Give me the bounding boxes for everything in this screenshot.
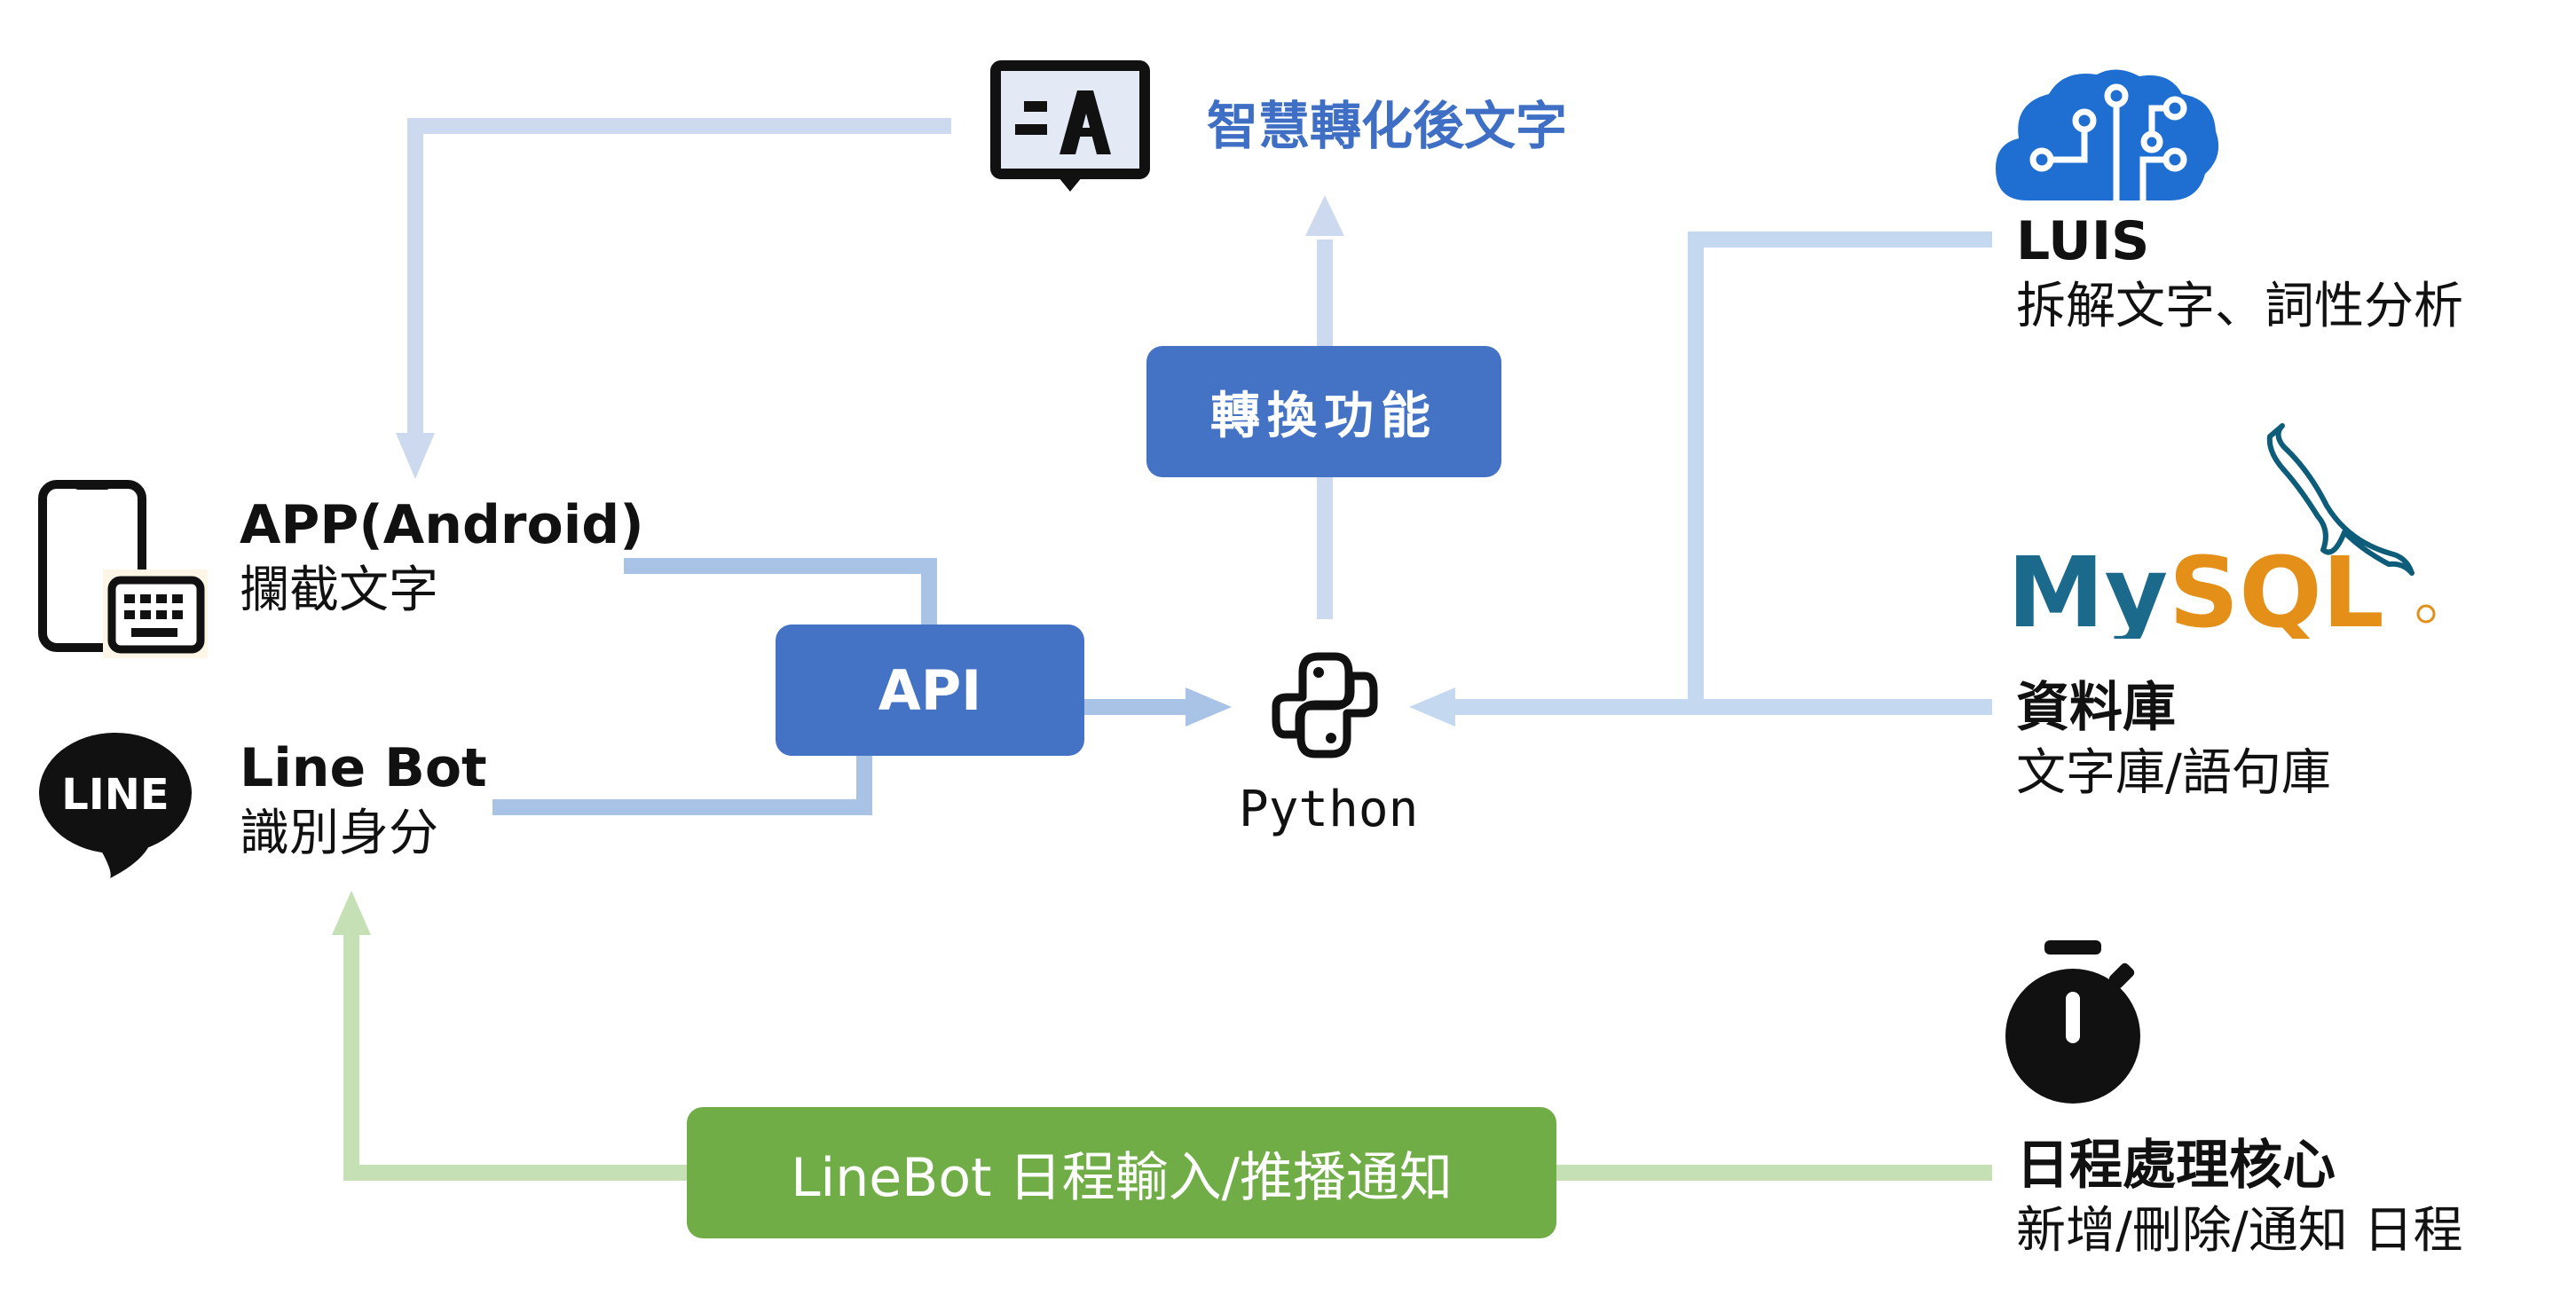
convert-function-button[interactable]: 轉換功能 <box>1146 346 1501 477</box>
db-arrowhead <box>1409 687 1455 727</box>
mysql-logo-my: My <box>2007 536 2168 639</box>
linebot-to-api-connector <box>492 756 872 815</box>
linebot-schedule-button[interactable]: LineBot 日程輸入/推播通知 <box>687 1107 1556 1238</box>
luis-title: LUIS <box>2016 210 2150 272</box>
api-arrowhead <box>1186 687 1232 727</box>
line-logo-text: LINE <box>61 770 169 820</box>
mysql-logo: My SQL <box>2007 423 2436 639</box>
api-button[interactable]: API <box>776 625 1084 756</box>
scheduler-title: 日程處理核心 <box>2016 1135 2336 1197</box>
translate-text-icon <box>990 60 1150 192</box>
linebot-subtitle: 識別身分 <box>240 805 438 862</box>
top-output-text: 智慧轉化後文字 <box>1207 96 1568 156</box>
python-icon <box>1272 652 1378 758</box>
luis-subtitle: 拆解文字、詞性分析 <box>2016 278 2463 335</box>
return-arrowhead <box>396 433 435 479</box>
app-subtitle: 攔截文字 <box>240 562 438 619</box>
phone-keyboard-icon <box>38 480 208 658</box>
mysql-logo-sql: SQL <box>2169 536 2384 639</box>
return-connector <box>407 118 951 435</box>
linebot-title: Line Bot <box>240 737 487 799</box>
stopwatch-icon <box>2005 940 2140 1104</box>
python-label: Python <box>1239 781 1419 838</box>
app-title: APP(Android) <box>240 494 644 556</box>
db-title: 資料庫 <box>2016 677 2176 739</box>
app-to-api-connector <box>624 558 937 632</box>
green-arrowhead <box>332 891 371 935</box>
up-arrowhead <box>1305 195 1344 236</box>
scheduler-subtitle: 新增/刪除/通知 日程 <box>2016 1202 2463 1260</box>
luis-connector <box>1688 232 1992 707</box>
db-subtitle: 文字庫/語句庫 <box>2016 744 2331 802</box>
brain-circuit-icon <box>1996 69 2219 200</box>
line-logo-icon: LINE <box>39 733 192 878</box>
